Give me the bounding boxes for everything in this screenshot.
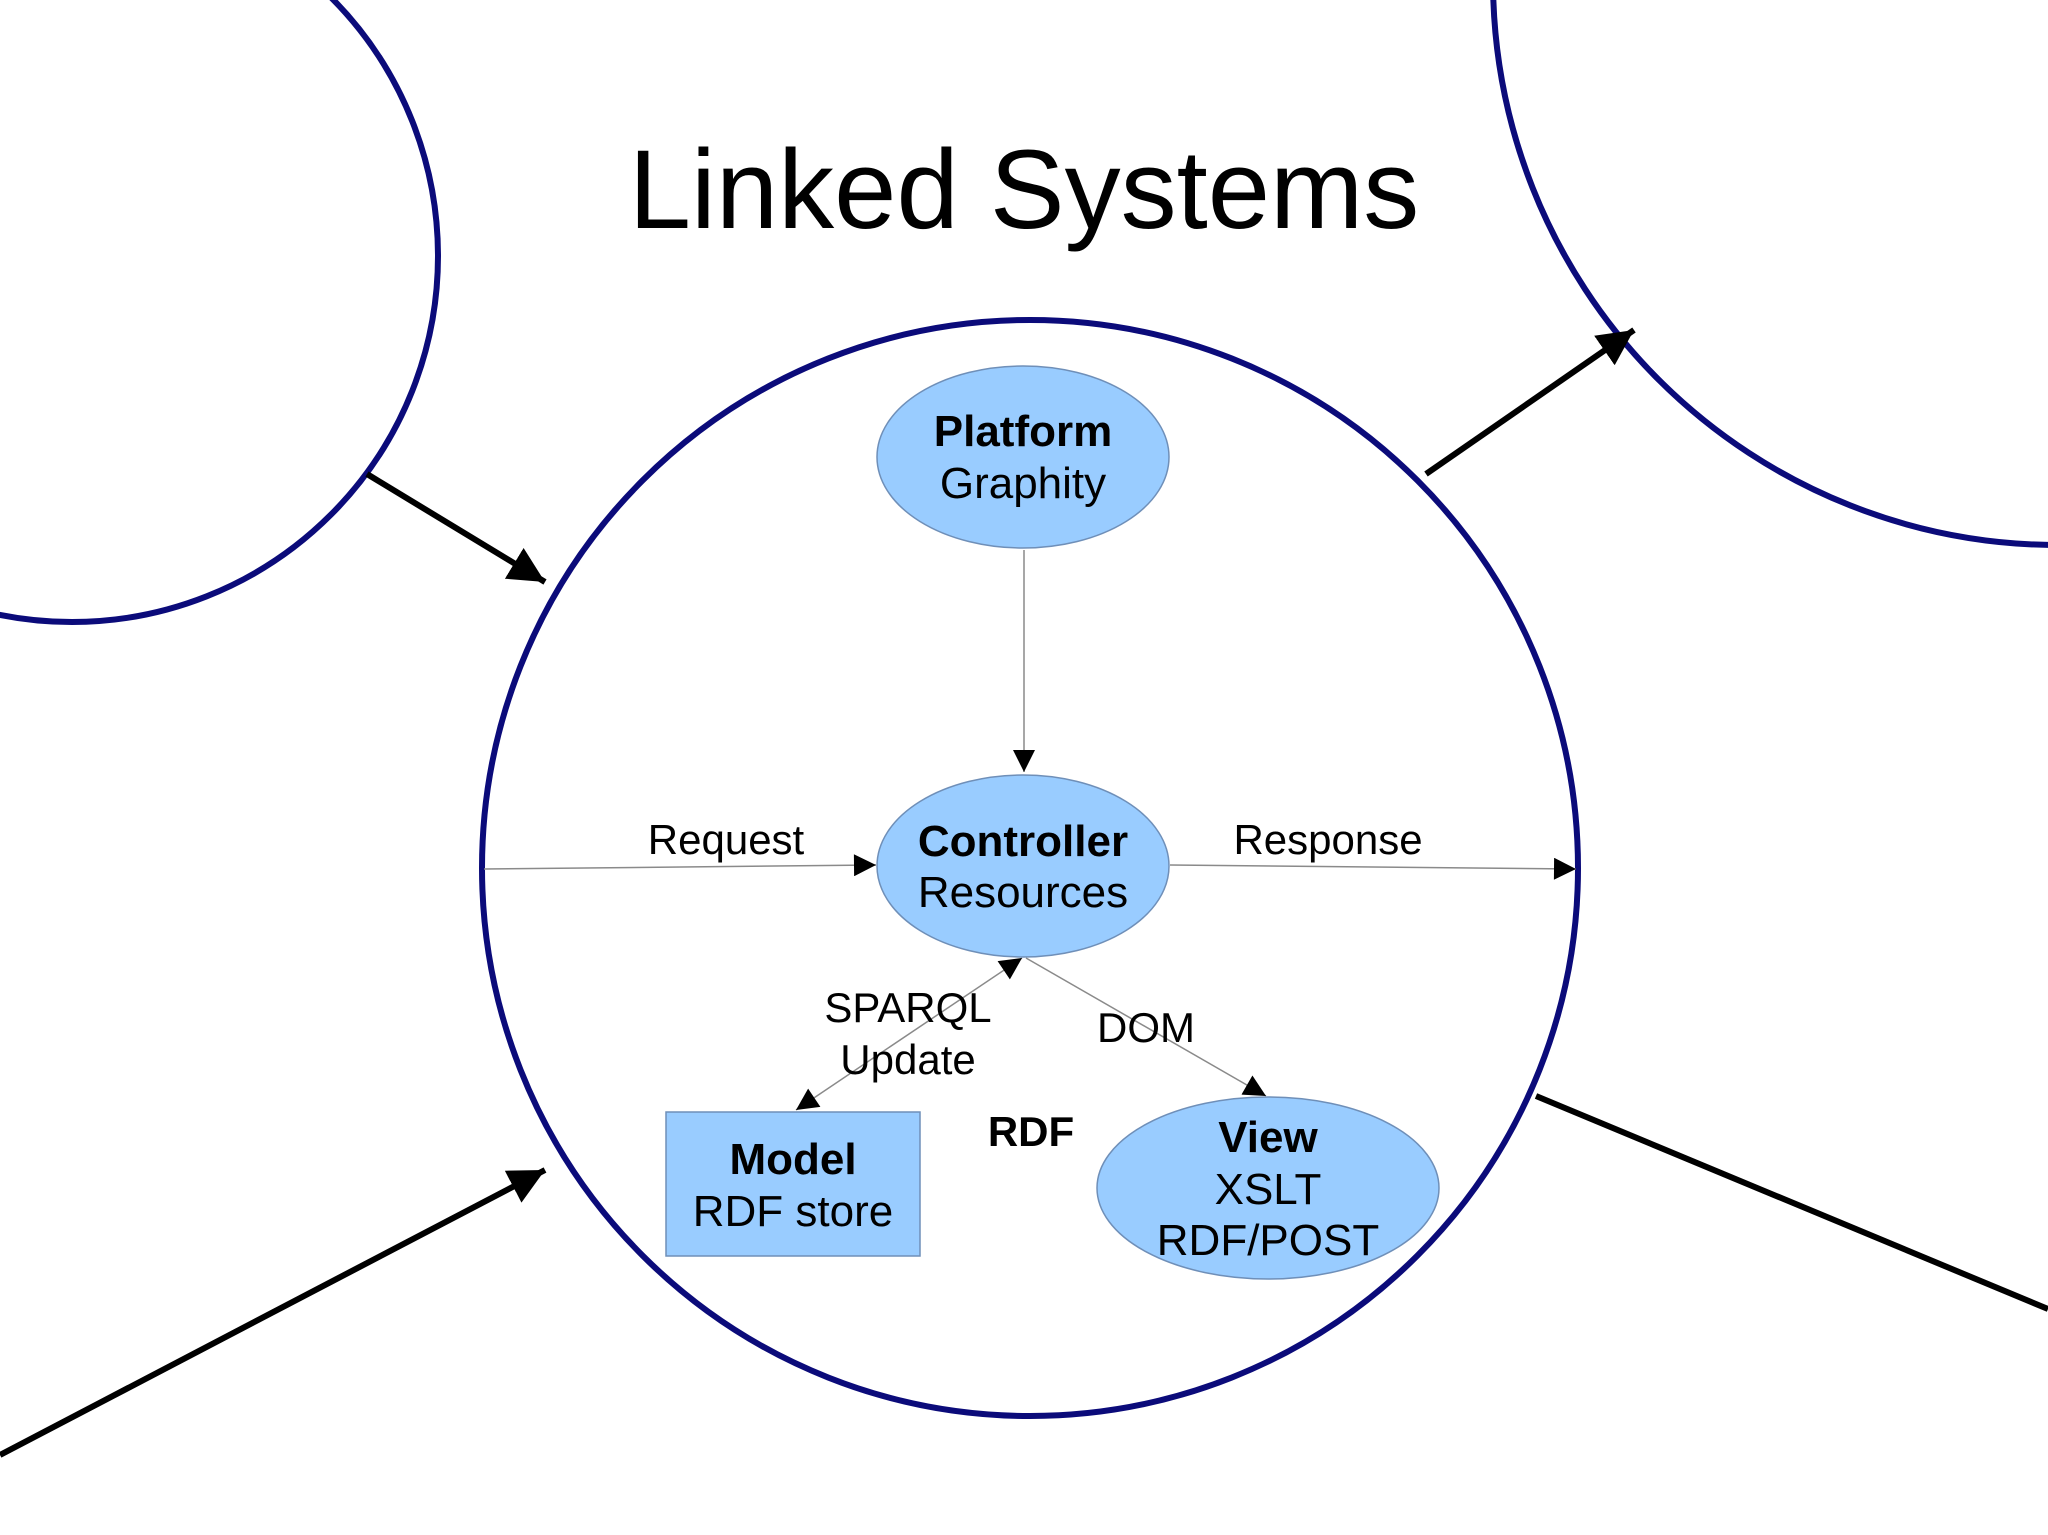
controller-title: Controller <box>918 817 1128 866</box>
incoming-arrow-top-left <box>365 471 547 585</box>
platform-title: Platform <box>934 407 1112 456</box>
edge-dom <box>1025 957 1267 1097</box>
peripheral-system-top-left <box>0 0 441 625</box>
model-subtitle: RDF store <box>693 1187 893 1236</box>
label-request: Request <box>648 816 805 863</box>
incoming-arrow-bottom-left <box>0 1167 547 1458</box>
platform-subtitle: Graphity <box>940 459 1106 508</box>
label-dom: DOM <box>1097 1004 1195 1051</box>
label-rdf: RDF <box>988 1108 1074 1155</box>
view-line2: XSLT <box>1215 1165 1322 1214</box>
model-node: Model RDF store <box>665 1111 921 1257</box>
outgoing-line-bottom-right <box>1534 1093 2048 1312</box>
view-line3: RDF/POST <box>1157 1216 1379 1265</box>
peripheral-system-top-right <box>1490 0 2048 548</box>
outgoing-arrow-top-right <box>1424 327 1636 477</box>
controller-subtitle: Resources <box>918 868 1128 917</box>
edge-response <box>1169 857 1577 880</box>
label-sparql-line2: Update <box>840 1036 975 1083</box>
model-title: Model <box>729 1135 856 1184</box>
label-response: Response <box>1233 816 1422 863</box>
edge-request <box>483 854 877 877</box>
label-sparql-line1: SPARQL <box>824 984 991 1031</box>
page-title: Linked Systems <box>629 127 1420 252</box>
edge-sparql-update <box>795 957 1023 1111</box>
view-title: View <box>1218 1113 1318 1162</box>
platform-node: Platform Graphity <box>876 365 1170 549</box>
controller-node: Controller Resources <box>876 774 1170 958</box>
view-node: View XSLT RDF/POST <box>1096 1096 1440 1280</box>
main-system-circle <box>479 317 1581 1419</box>
